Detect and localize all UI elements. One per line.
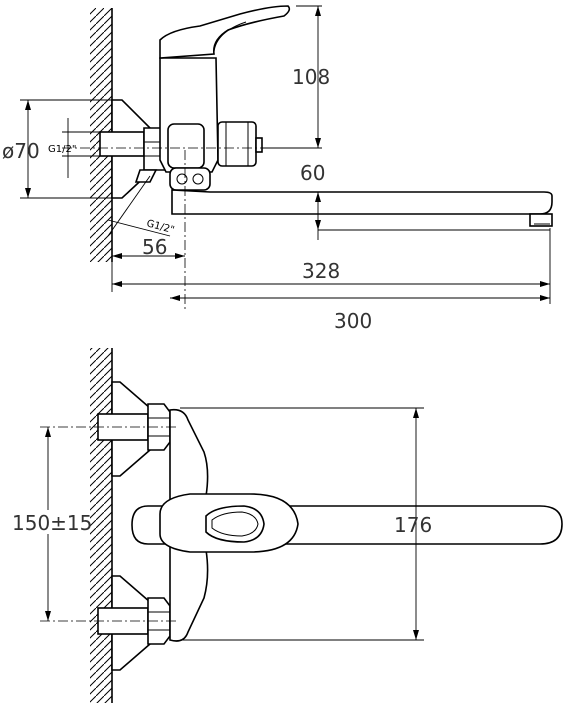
dim-label-height: 108 — [292, 65, 330, 89]
spout-side — [171, 189, 553, 215]
dim-label-offset: 56 — [142, 235, 167, 259]
top-view: 150±15 176 — [10, 348, 563, 703]
dim-label-spout-length: 300 — [334, 309, 372, 333]
diverter-knob — [217, 121, 257, 167]
side-view: 108 60 ø70 G1/2" G1/2" 56 328 — [2, 5, 553, 333]
dim-label-center-distance: 150±15 — [12, 511, 92, 535]
handle-lever — [159, 5, 291, 59]
inlet-pipe — [99, 131, 145, 157]
dim-label-flange-diameter: ø70 — [2, 139, 40, 163]
dim-label-spout-height: 60 — [300, 161, 325, 185]
wall-hatch-bottom — [90, 348, 112, 703]
aerator — [529, 213, 553, 227]
inlet-elbow — [134, 169, 158, 183]
dim-label-spout-reach: 176 — [394, 513, 432, 537]
handle-grip — [205, 505, 265, 543]
dim-label-thread-top: G1/2" — [48, 144, 76, 155]
dim-label-total-length: 328 — [302, 259, 340, 283]
spout-collar — [169, 167, 211, 191]
